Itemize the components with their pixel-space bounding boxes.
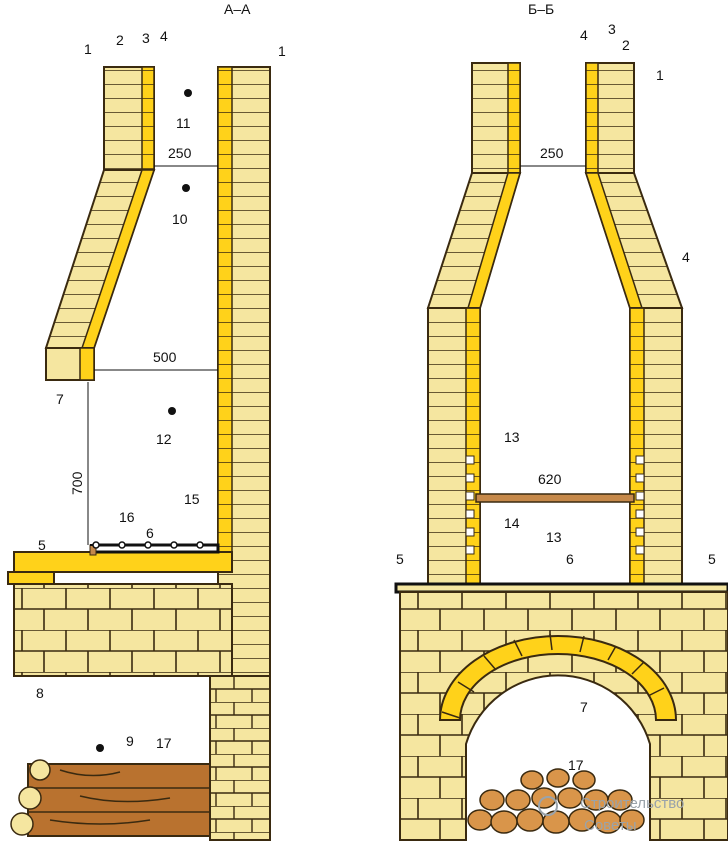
label-right-13a: 13 [504, 429, 520, 445]
label-left-3: 3 [142, 30, 150, 46]
label-left-17: 17 [156, 735, 172, 751]
label-left-2: 2 [116, 32, 124, 48]
left-top-slab [13, 551, 233, 573]
left-ledge [7, 571, 55, 585]
right-chimney-right-lining [585, 62, 599, 174]
right-base-slab [394, 582, 728, 594]
watermark-line-1: Строительство [580, 795, 684, 812]
right-arch-joints [441, 633, 665, 719]
label-left-6: 6 [146, 525, 154, 541]
label-left-16: 16 [119, 509, 135, 525]
label-right-7: 7 [580, 699, 588, 715]
watermark-line-2: Советы [584, 817, 636, 834]
label-right-3: 3 [608, 21, 616, 37]
right-chimney-left-lining [507, 62, 521, 174]
section-b-b: Б–Б 4 3 2 1 250 4 13 620 14 13 6 5 5 7 1… [394, 1, 728, 841]
label-left-4: 4 [160, 28, 168, 44]
label-left-10: 10 [172, 211, 188, 227]
left-firewood-stack [27, 763, 211, 837]
dim-label-500-left: 500 [153, 349, 177, 365]
section-a-a: А–А 1 2 3 4 1 11 250 10 500 7 12 700 16 … [7, 1, 286, 841]
point-11 [184, 89, 192, 97]
label-left-9: 9 [126, 733, 134, 749]
label-left-12: 12 [156, 431, 172, 447]
dim-label-250-right: 250 [540, 145, 564, 161]
label-left-7: 7 [56, 391, 64, 407]
watermark-logo-icon [538, 796, 558, 816]
label-right-14: 14 [504, 515, 520, 531]
point-12 [168, 407, 176, 415]
label-left-8: 8 [36, 685, 44, 701]
label-right-4b: 4 [682, 249, 690, 265]
label-right-6: 6 [566, 551, 574, 567]
right-grill-slots [465, 455, 645, 555]
left-back-wall-lining [217, 66, 233, 568]
label-right-2: 2 [622, 37, 630, 53]
right-arch [438, 635, 678, 721]
right-base-masonry [399, 591, 728, 841]
label-left-1a: 1 [84, 41, 92, 57]
section-title-right: Б–Б [528, 1, 554, 17]
label-right-13b: 13 [546, 529, 562, 545]
point-10 [182, 184, 190, 192]
left-base-column [209, 675, 271, 841]
label-right-4a: 4 [580, 27, 588, 43]
left-chimney-front-lining [141, 66, 155, 171]
left-lintel-lining [79, 347, 95, 381]
left-firewood-grain [28, 769, 210, 825]
label-right-17: 17 [568, 757, 584, 773]
dim-label-620-right: 620 [538, 471, 562, 487]
section-title-left: А–А [224, 1, 251, 17]
right-grill-grate [475, 493, 635, 503]
left-log-ends [10, 759, 51, 836]
right-firewood-pile [467, 768, 645, 834]
dim-label-700-left: 700 [69, 471, 85, 495]
right-wall-right-lining [629, 307, 645, 585]
label-right-5a: 5 [396, 551, 404, 567]
label-left-11: 11 [176, 115, 191, 131]
label-left-5: 5 [38, 537, 46, 553]
label-left-15: 15 [184, 491, 200, 507]
point-9 [96, 744, 104, 752]
right-wall-left-lining [465, 307, 481, 585]
label-right-1: 1 [656, 67, 664, 83]
left-skewer-dots [92, 541, 204, 549]
left-base-masonry [13, 583, 233, 677]
label-right-5b: 5 [708, 551, 716, 567]
label-left-1b: 1 [278, 43, 286, 59]
dim-label-250-left: 250 [168, 145, 192, 161]
